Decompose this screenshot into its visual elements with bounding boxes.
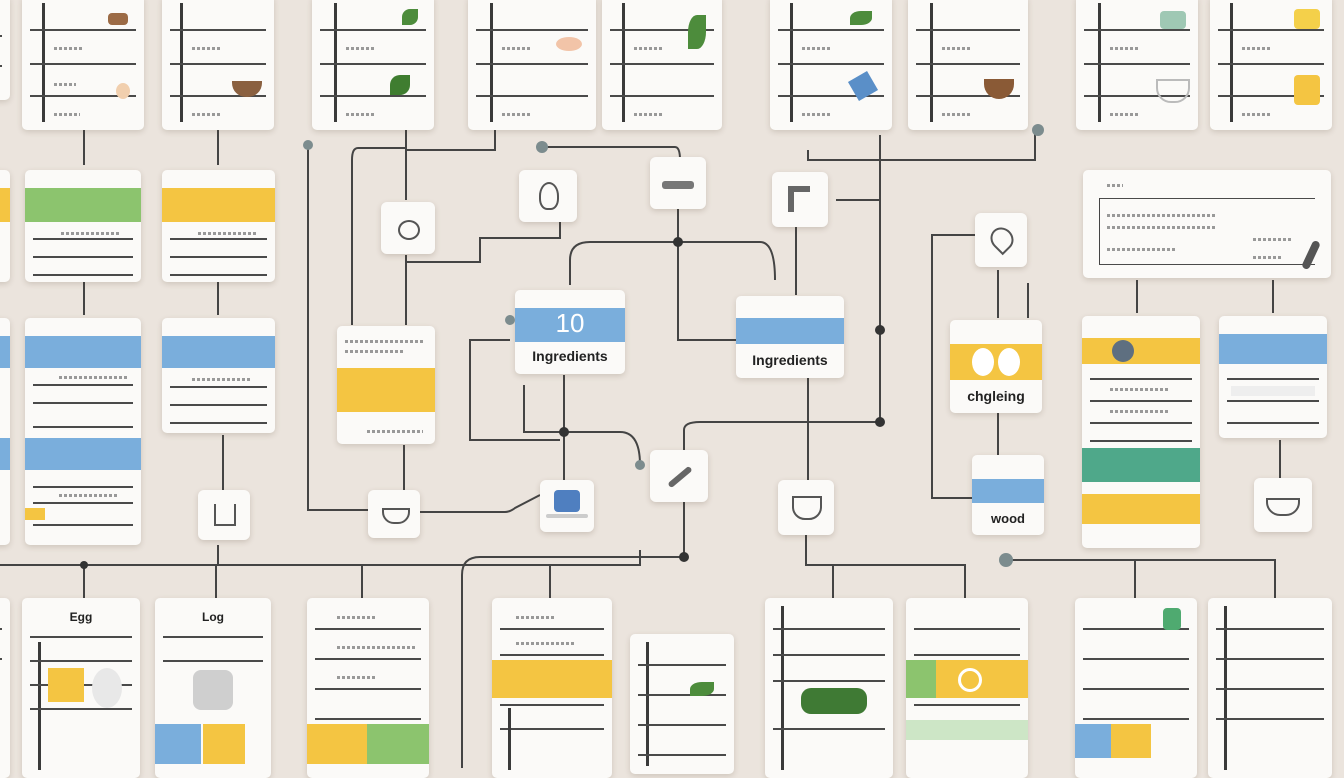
kettle-icon [193, 670, 233, 710]
leaf-icon [390, 75, 410, 95]
jar-blue-icon [554, 490, 580, 512]
top-card-4 [312, 0, 434, 130]
loaf-icon [108, 13, 128, 25]
dish-icon [1160, 11, 1186, 29]
cup-icon [1156, 79, 1190, 103]
onion-icon [398, 220, 420, 240]
chgleing-card: chgleing [950, 320, 1042, 413]
recipe-card-blue-right [1219, 316, 1327, 438]
top-card-10 [1210, 0, 1332, 130]
icon-tile-cup [198, 490, 250, 540]
top-card-9 [1076, 0, 1198, 130]
chgleing-title: chgleing [967, 388, 1025, 404]
egg-half-icon [972, 348, 994, 376]
knife-outline-icon [667, 465, 693, 489]
tongs-icon [788, 186, 794, 212]
icon-tile-tongs [772, 172, 828, 227]
pan-icon [1112, 340, 1134, 362]
jar-icon [1294, 75, 1320, 105]
list-card-g [1208, 598, 1332, 778]
icon-tile-pot [778, 480, 834, 535]
recipe-card-yellow-teal [1082, 316, 1200, 548]
butter-icon [1294, 9, 1320, 29]
wood-title: wood [991, 511, 1025, 526]
left-edge-card-a [0, 170, 10, 282]
icon-tile-grater [650, 157, 706, 209]
icon-tile-onion [381, 202, 435, 254]
lemon-icon [958, 668, 982, 692]
spatula-icon [1301, 239, 1321, 271]
recipe-card-notes [337, 326, 435, 444]
egg-icon [116, 83, 130, 99]
ingredients-number: 10 [555, 308, 585, 338]
shrimp-icon [556, 37, 582, 51]
sprig-icon [850, 11, 872, 25]
bowl-icon [232, 81, 262, 97]
icon-tile-bowl [368, 490, 420, 538]
ingredients-title-1: Ingredients [532, 348, 608, 364]
list-card-d [765, 598, 893, 778]
egg-icon [92, 668, 122, 708]
top-card-2 [22, 0, 144, 130]
pot-icon [984, 79, 1014, 99]
recipe-card-green [25, 170, 141, 282]
list-card-f [1075, 598, 1197, 778]
top-card-5 [468, 0, 596, 130]
egg-half-icon [998, 348, 1020, 376]
log-card: Log [155, 598, 271, 778]
list-card-b [492, 598, 612, 778]
list-card-a [307, 598, 429, 778]
left-edge-card-c [0, 598, 10, 778]
top-card-7 [770, 0, 892, 130]
drop-icon [985, 222, 1019, 256]
icon-tile-drop [975, 213, 1027, 267]
scoop-icon [1266, 498, 1300, 516]
top-card-1 [0, 0, 10, 100]
basil-icon [688, 15, 706, 49]
list-card-e [906, 598, 1028, 778]
bottle-icon [1163, 608, 1181, 630]
herb-icon [402, 9, 418, 25]
bowl-outline-icon [382, 508, 410, 524]
recipe-card-blue-a [25, 318, 141, 545]
wood-card: wood [972, 455, 1044, 535]
icon-tile-jar [540, 480, 594, 532]
log-title: Log [202, 610, 224, 624]
greens-icon [801, 688, 867, 714]
top-card-3 [162, 0, 274, 130]
egg-card: Egg [22, 598, 140, 778]
egg-title: Egg [69, 610, 93, 624]
list-card-c [630, 634, 734, 774]
herb-icon [690, 682, 714, 696]
garlic-icon [539, 182, 559, 210]
pot-outline-icon [792, 496, 822, 520]
ingredients-title-2: Ingredients [752, 352, 828, 368]
icon-tile-knife [650, 450, 708, 502]
top-card-6 [602, 0, 722, 130]
recipe-card-blue-b [162, 318, 275, 433]
recipe-card-wide [1083, 170, 1331, 278]
cup-outline-icon [214, 504, 236, 526]
left-edge-card-b [0, 318, 10, 545]
ingredients-card-2: Ingredients [736, 296, 844, 378]
recipe-card-yellow [162, 170, 275, 282]
icon-tile-garlic [519, 170, 577, 222]
icon-tile-scoop [1254, 478, 1312, 532]
top-card-8 [908, 0, 1028, 130]
grater-icon [662, 181, 694, 189]
ingredients-card-1: 10 Ingredients [515, 290, 625, 374]
